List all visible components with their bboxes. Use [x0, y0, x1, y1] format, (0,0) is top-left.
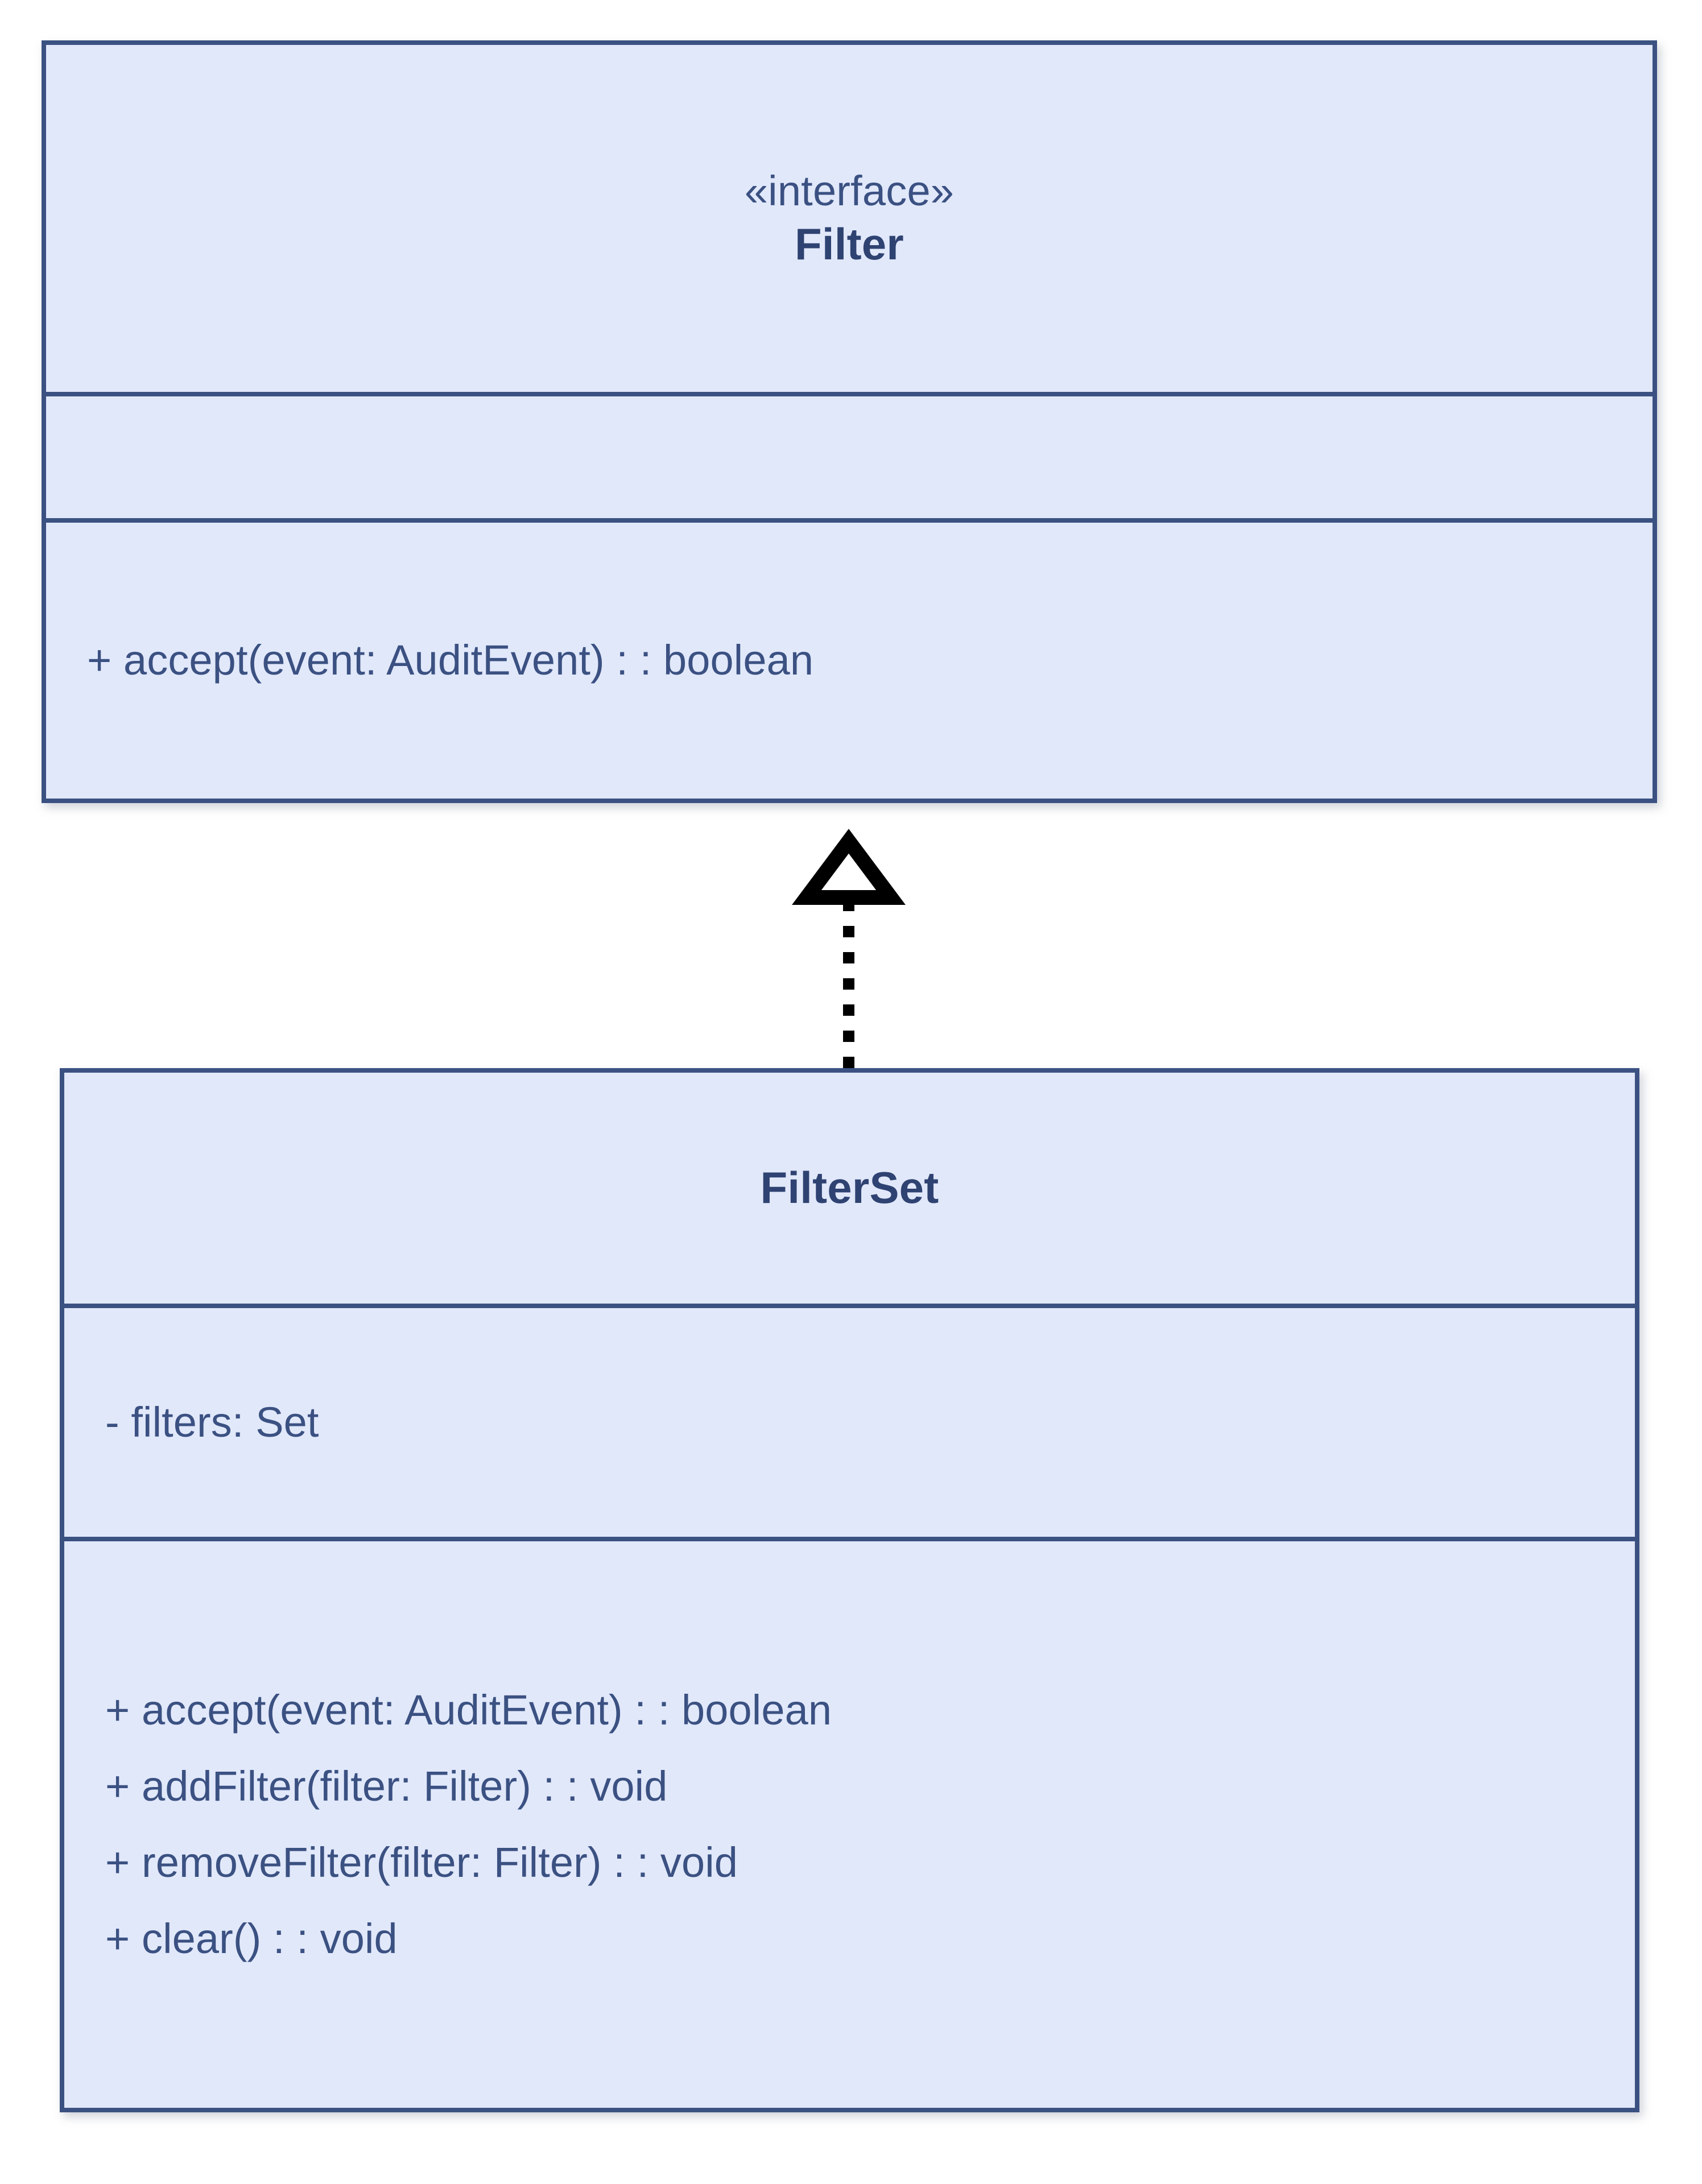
class-filter-method-0: + accept(event: AuditEvent) : : boolean — [87, 636, 814, 684]
realization-hollow-triangle-arrowhead — [792, 829, 906, 905]
class-filterset-attribute-0: - filters: Set — [105, 1398, 319, 1446]
class-filterset-method-3: + clear() : : void — [105, 1915, 398, 1963]
class-filter-methods: + accept(event: AuditEvent) : : boolean — [46, 523, 1653, 799]
class-filter-name: Filter — [795, 218, 904, 269]
class-filterset-name: FilterSet — [760, 1163, 939, 1213]
class-filterset-method-1: + addFilter(filter: Filter) : : void — [105, 1762, 668, 1810]
class-filterset-header: FilterSet — [64, 1073, 1635, 1308]
uml-class-filterset[interactable]: FilterSet - filters: Set + accept(event:… — [60, 1068, 1639, 2112]
class-filterset-method-2: + removeFilter(filter: Filter) : : void — [105, 1839, 738, 1886]
class-filterset-methods: + accept(event: AuditEvent) : : boolean … — [64, 1541, 1635, 2108]
class-filter-header: «interface» Filter — [46, 45, 1653, 396]
uml-class-filter[interactable]: «interface» Filter + accept(event: Audit… — [42, 40, 1657, 803]
class-filterset-attributes: - filters: Set — [64, 1308, 1635, 1541]
class-filter-attributes — [46, 396, 1653, 523]
class-filterset-method-0: + accept(event: AuditEvent) : : boolean — [105, 1686, 832, 1734]
class-filter-stereotype: «interface» — [744, 167, 955, 215]
